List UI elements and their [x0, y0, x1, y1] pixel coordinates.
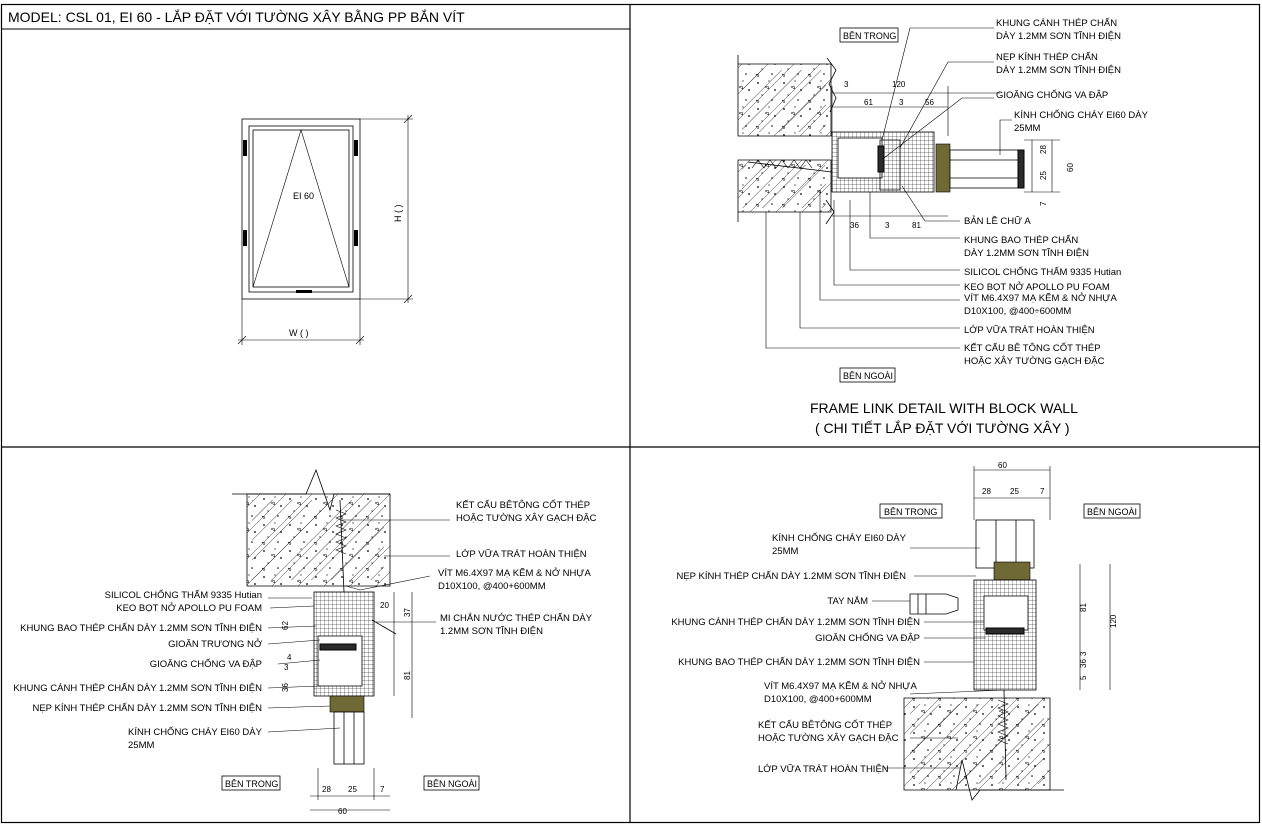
svg-text:5: 5 [1079, 675, 1088, 680]
head-tag-inside: BÊN TRONG [221, 775, 281, 791]
dim-28: 28 [1039, 145, 1048, 154]
jamb-tag-inside: BÊN TRONG [839, 27, 899, 43]
sill-callout-5: KHUNG BAO THÉP CHẤN DÀY 1.2MM SƠN TĨNH Đ… [678, 657, 920, 668]
sill-section-drawing [903, 466, 1111, 801]
dim-7: 7 [1039, 201, 1048, 206]
head-callout-left-2: KHUNG BAO THÉP CHẤN DÀY 1.2MM SƠN TĨNH Đ… [20, 623, 262, 634]
svg-text:25: 25 [1010, 487, 1019, 496]
dim-56: 56 [925, 98, 934, 107]
dim-25: 25 [1039, 171, 1048, 180]
svg-text:120: 120 [1109, 614, 1118, 628]
svg-text:36: 36 [1079, 659, 1088, 668]
head-dims: 20 37 62 4 81 3 36 28 25 7 60 [281, 601, 412, 816]
svg-text:81: 81 [403, 671, 412, 680]
sill-callout-3: KHUNG CÁNH THÉP CHẤN DÀY 1.2MM SƠN TĨNH … [671, 617, 920, 628]
panel-label: EI 60 [293, 191, 314, 201]
jamb-dims: 3 120 61 3 56 28 60 25 7 36 3 81 [844, 80, 1075, 230]
svg-text:4: 4 [287, 653, 292, 662]
dim-120: 120 [892, 80, 906, 89]
jamb-leaders [765, 27, 1012, 349]
dim-36: 36 [850, 221, 859, 230]
sill-dims: 60 28 25 7 81 120 5 36 3 [982, 461, 1118, 680]
svg-text:20: 20 [380, 601, 389, 610]
sheet-border [0, 3, 1261, 824]
sill-callout-1: NẸP KÍNH THÉP CHẤN DÀY 1.2MM SƠN TĨNH ĐI… [676, 571, 906, 582]
sill-callout-2: TAY NẮM [827, 596, 868, 607]
svg-text:60: 60 [338, 807, 347, 816]
svg-text:37: 37 [403, 608, 412, 617]
sill-leaders [872, 547, 1005, 769]
svg-text:BÊN TRONG: BÊN TRONG [225, 779, 278, 789]
svg-text:BÊN TRONG: BÊN TRONG [843, 31, 896, 41]
head-section-drawing [232, 468, 413, 811]
height-label: H ( ) [393, 205, 403, 223]
jamb-tag-outside: BÊN NGOÀI [839, 367, 896, 383]
dim-61: 61 [864, 98, 873, 107]
svg-text:36: 36 [281, 683, 290, 692]
head-tag-outside: BÊN NGOÀI [423, 775, 480, 791]
dim-81: 81 [912, 221, 921, 230]
svg-text:BÊN NGOÀI: BÊN NGOÀI [843, 371, 893, 381]
sill-tag-outside: BÊN NGOÀI [1083, 503, 1141, 519]
dim-60: 60 [1066, 163, 1075, 172]
svg-text:BÊN TRONG: BÊN TRONG [884, 507, 937, 517]
jamb-callout-9: LỚP VỮA TRÁT HOÀN THIỆN [964, 325, 1095, 336]
head-callout-left-1: KEO BỌT NỞ APOLLO PU FOAM [116, 602, 262, 614]
head-callout-left-6: NẸP KÍNH THÉP CHẤN DÀY 1.2MM SƠN TĨNH ĐI… [32, 703, 262, 714]
dim-3b: 3 [899, 98, 904, 107]
head-callout-left-0: SILICOL CHỐNG THẤM 9335 Hutian [105, 589, 262, 601]
svg-text:25: 25 [348, 785, 357, 794]
head-callout-left-5: KHUNG CÁNH THÉP CHẤN DÀY 1.2MM SƠN TĨNH … [13, 683, 262, 694]
sill-tag-inside: BÊN TRONG [879, 503, 943, 519]
jamb-callout-4: BẢN LỀ CHỮ A [964, 215, 1031, 227]
dim-3c: 3 [885, 221, 890, 230]
svg-text:BÊN NGOÀI: BÊN NGOÀI [427, 779, 477, 789]
svg-text:7: 7 [1040, 487, 1045, 496]
sheet-title: MODEL: CSL 01, EI 60 - LẮP ĐẶT VỚI TƯỜNG… [8, 8, 465, 25]
head-leaders [267, 519, 450, 733]
window-elevation [237, 114, 413, 345]
head-callout-left-3: GIOĂN TRƯƠNG NỞ [168, 638, 262, 650]
jamb-callout-7: KEO BỌT NỞ APOLLO PU FOAM [964, 281, 1110, 293]
head-callout-right-1: LỚP VỮA TRÁT HOÀN THIỆN [456, 549, 587, 560]
jamb-section-drawing [737, 55, 1060, 225]
detail-caption-en: FRAME LINK DETAIL WITH BLOCK WALL [810, 400, 1078, 416]
jamb-callout-2: GIOĂNG CHỐNG VA ĐẬP [996, 89, 1108, 101]
svg-text:7: 7 [380, 785, 385, 794]
svg-text:60: 60 [998, 461, 1007, 470]
head-callout-left-4: GIOĂNG CHỐNG VA ĐẬP [150, 658, 262, 670]
sill-callout-8: LỚP VỮA TRÁT HOÀN THIỆN [758, 764, 889, 775]
svg-text:62: 62 [281, 621, 290, 630]
svg-text:3: 3 [1079, 651, 1088, 656]
svg-text:28: 28 [322, 785, 331, 794]
sill-callout-4: GIOĂN CHỐNG VA ĐẬP [815, 632, 920, 644]
svg-text:81: 81 [1079, 603, 1088, 612]
svg-text:28: 28 [982, 487, 991, 496]
svg-text:BÊN NGOÀI: BÊN NGOÀI [1087, 507, 1137, 517]
detail-caption-vi: ( CHI TIẾT LẮP ĐẶT VỚI TƯỜNG XÂY ) [815, 419, 1070, 436]
width-label: W ( ) [289, 328, 309, 338]
dim-3: 3 [844, 80, 849, 89]
jamb-callout-6: SILICOL CHỐNG THẤM 9335 Hutian [964, 266, 1121, 278]
svg-text:3: 3 [284, 663, 289, 672]
